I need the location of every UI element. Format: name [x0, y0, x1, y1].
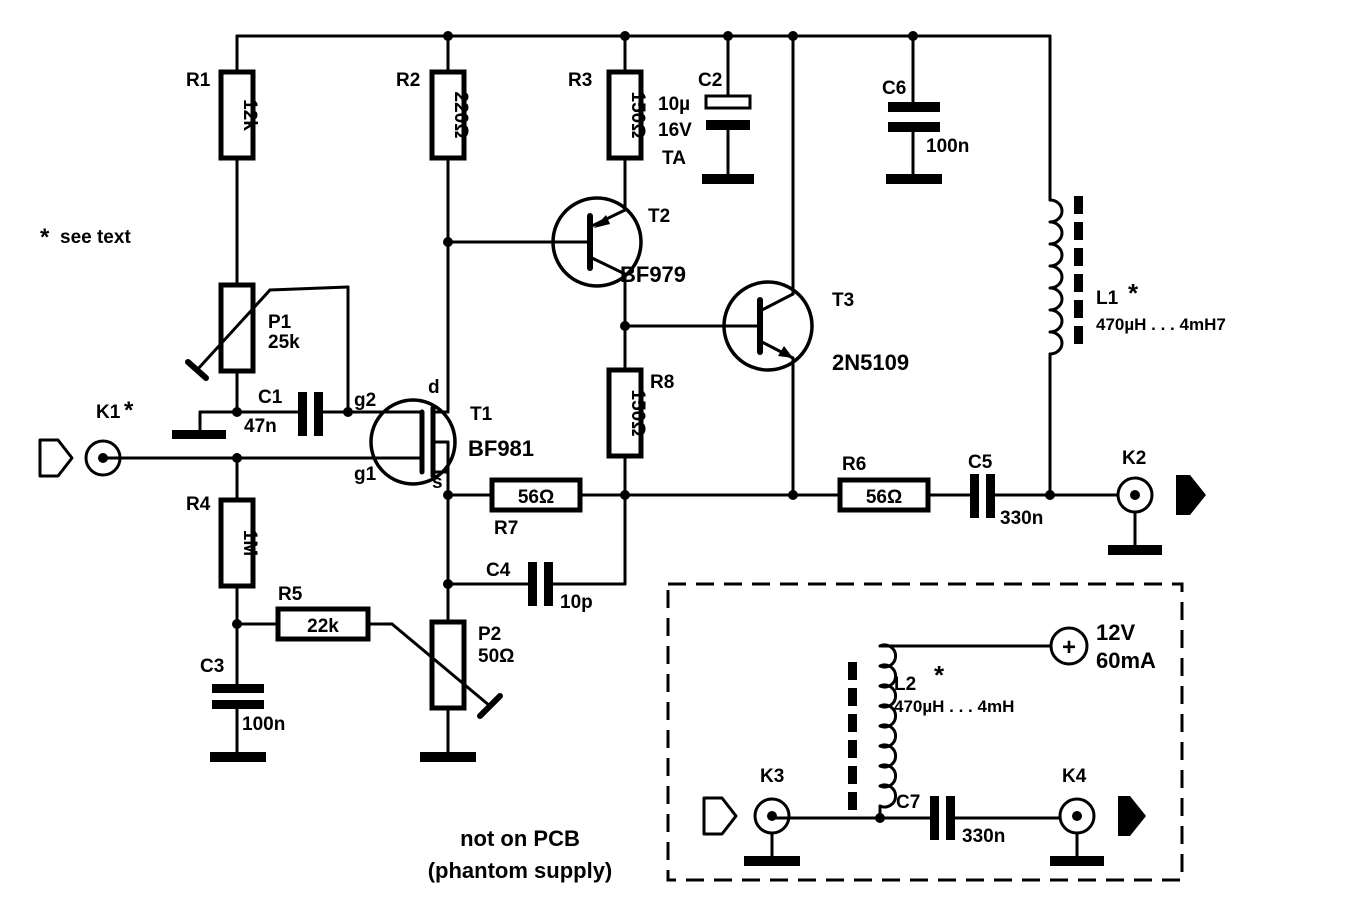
capacitor-c3: C3 100n — [200, 656, 285, 762]
c2-value1: 10µ — [658, 94, 690, 115]
t2-name: T2 — [648, 206, 670, 227]
c2-name: C2 — [698, 70, 722, 91]
t1-type: BF981 — [468, 436, 534, 461]
l2-name: L2 — [894, 674, 916, 695]
resistor-r2: R2 220Ω — [396, 34, 471, 398]
k1-name: K1 — [96, 402, 121, 423]
l1-core — [1074, 196, 1083, 344]
capacitor-c4: C4 10p — [446, 493, 627, 613]
k2-name: K2 — [1122, 448, 1146, 469]
l1-star: * — [1128, 278, 1139, 308]
c1-value: 47n — [244, 416, 277, 437]
r6-value: 56Ω — [866, 487, 902, 508]
source-network: 56Ω R7 — [443, 477, 842, 624]
phantom-supply-box — [666, 582, 1184, 882]
resistor-r8: R8 150Ω — [606, 367, 674, 500]
c3-name: C3 — [200, 656, 224, 677]
capacitor-c7: C7 330n — [896, 792, 1062, 847]
capacitor-c6: C6 100n — [882, 34, 969, 184]
capacitor-c5: C5 330n — [968, 452, 1120, 529]
phantom-note-line1: not on PCB — [460, 826, 580, 851]
inductor-l2: L2 * 470µH . . . 4mH — [848, 643, 1014, 820]
c7-value: 330n — [962, 826, 1005, 847]
phantom-note: not on PCB (phantom supply) — [428, 826, 613, 883]
r3-value: 150Ω — [627, 92, 648, 139]
transistor-t3: T3 2N5109 — [623, 34, 909, 500]
resistor-r4: R4 1M — [186, 456, 260, 686]
supply-plus: + — [1062, 634, 1076, 661]
r5-value: 22k — [307, 616, 339, 637]
p1-value: 25k — [268, 332, 300, 353]
r4-name: R4 — [186, 494, 211, 515]
phantom-note-line2: (phantom supply) — [428, 858, 613, 883]
capacitor-c2: C2 10µ 16V TA — [658, 34, 754, 184]
connector-k3: K3 — [702, 766, 932, 866]
connector-k1: K1 * — [38, 397, 410, 478]
r8-name: R8 — [650, 372, 674, 393]
inductor-l1: L1 * 470µH . . . 4mH7 — [1048, 196, 1226, 497]
potentiometer-p2: P2 50Ω — [366, 619, 514, 762]
capacitor-c1: C1 47n — [172, 387, 410, 439]
r6-name: R6 — [842, 454, 866, 475]
r7-name: R7 — [494, 518, 518, 539]
r2-name: R2 — [396, 70, 420, 91]
see-text-note: * see text — [40, 224, 131, 251]
c7-name: C7 — [896, 792, 920, 813]
connector-k2: K2 — [1108, 448, 1206, 555]
t3-type: 2N5109 — [832, 350, 909, 375]
t2-type: BF979 — [620, 262, 686, 287]
k3-name: K3 — [760, 766, 784, 787]
note-star: * — [40, 224, 50, 251]
note-text: see text — [60, 227, 131, 248]
r5-name: R5 — [278, 584, 303, 605]
l2-value: 470µH . . . 4mH — [894, 697, 1014, 716]
supply-terminal: + 12V 60mA — [878, 620, 1156, 673]
l1-name: L1 — [1096, 288, 1119, 309]
c1-name: C1 — [258, 387, 283, 408]
l1-value: 470µH . . . 4mH7 — [1096, 315, 1226, 334]
resistor-r5: 22k R5 — [235, 584, 371, 642]
r1-name: R1 — [186, 70, 211, 91]
t1-name: T1 — [470, 404, 493, 425]
p2-name: P2 — [478, 624, 501, 645]
r2-value: 220Ω — [450, 92, 471, 139]
c5-value: 330n — [1000, 508, 1043, 529]
k1-star: * — [124, 397, 134, 424]
k4-name: K4 — [1062, 766, 1087, 787]
p2-value: 50Ω — [478, 646, 514, 667]
c6-value: 100n — [926, 136, 969, 157]
c2-value2: 16V — [658, 120, 692, 141]
transistor-t2: T2 BF979 — [446, 196, 686, 372]
t1-pin-g1: g1 — [354, 464, 377, 485]
transistor-t1: d s g2 g1 T1 BF981 — [354, 377, 534, 497]
l2-core — [848, 662, 857, 810]
t1-pin-g2: g2 — [354, 390, 376, 411]
c3-value: 100n — [242, 714, 285, 735]
supply-voltage: 12V — [1096, 620, 1135, 645]
c4-name: C4 — [486, 560, 511, 581]
c5-name: C5 — [968, 452, 993, 473]
c6-name: C6 — [882, 78, 906, 99]
r3-name: R3 — [568, 70, 592, 91]
c2-value3: TA — [662, 148, 686, 169]
t3-name: T3 — [832, 290, 854, 311]
resistor-r3: R3 150Ω — [568, 34, 648, 212]
potentiometer-p1: P1 25k — [185, 282, 350, 414]
l2-star: * — [934, 660, 945, 690]
supply-current: 60mA — [1096, 648, 1156, 673]
r1-value: 12k — [239, 99, 260, 131]
connector-k4: K4 — [1050, 766, 1146, 866]
resistor-r6: 56Ω R6 — [837, 454, 972, 513]
c4-value: 10p — [560, 592, 593, 613]
resistor-r1: R1 12k — [186, 34, 260, 287]
r7-value: 56Ω — [518, 487, 554, 508]
r8-value: 150Ω — [627, 390, 648, 437]
p1-name: P1 — [268, 312, 292, 333]
t1-pin-d: d — [428, 377, 440, 398]
r4-value: 1M — [239, 530, 260, 556]
t1-pin-s: s — [432, 472, 443, 493]
